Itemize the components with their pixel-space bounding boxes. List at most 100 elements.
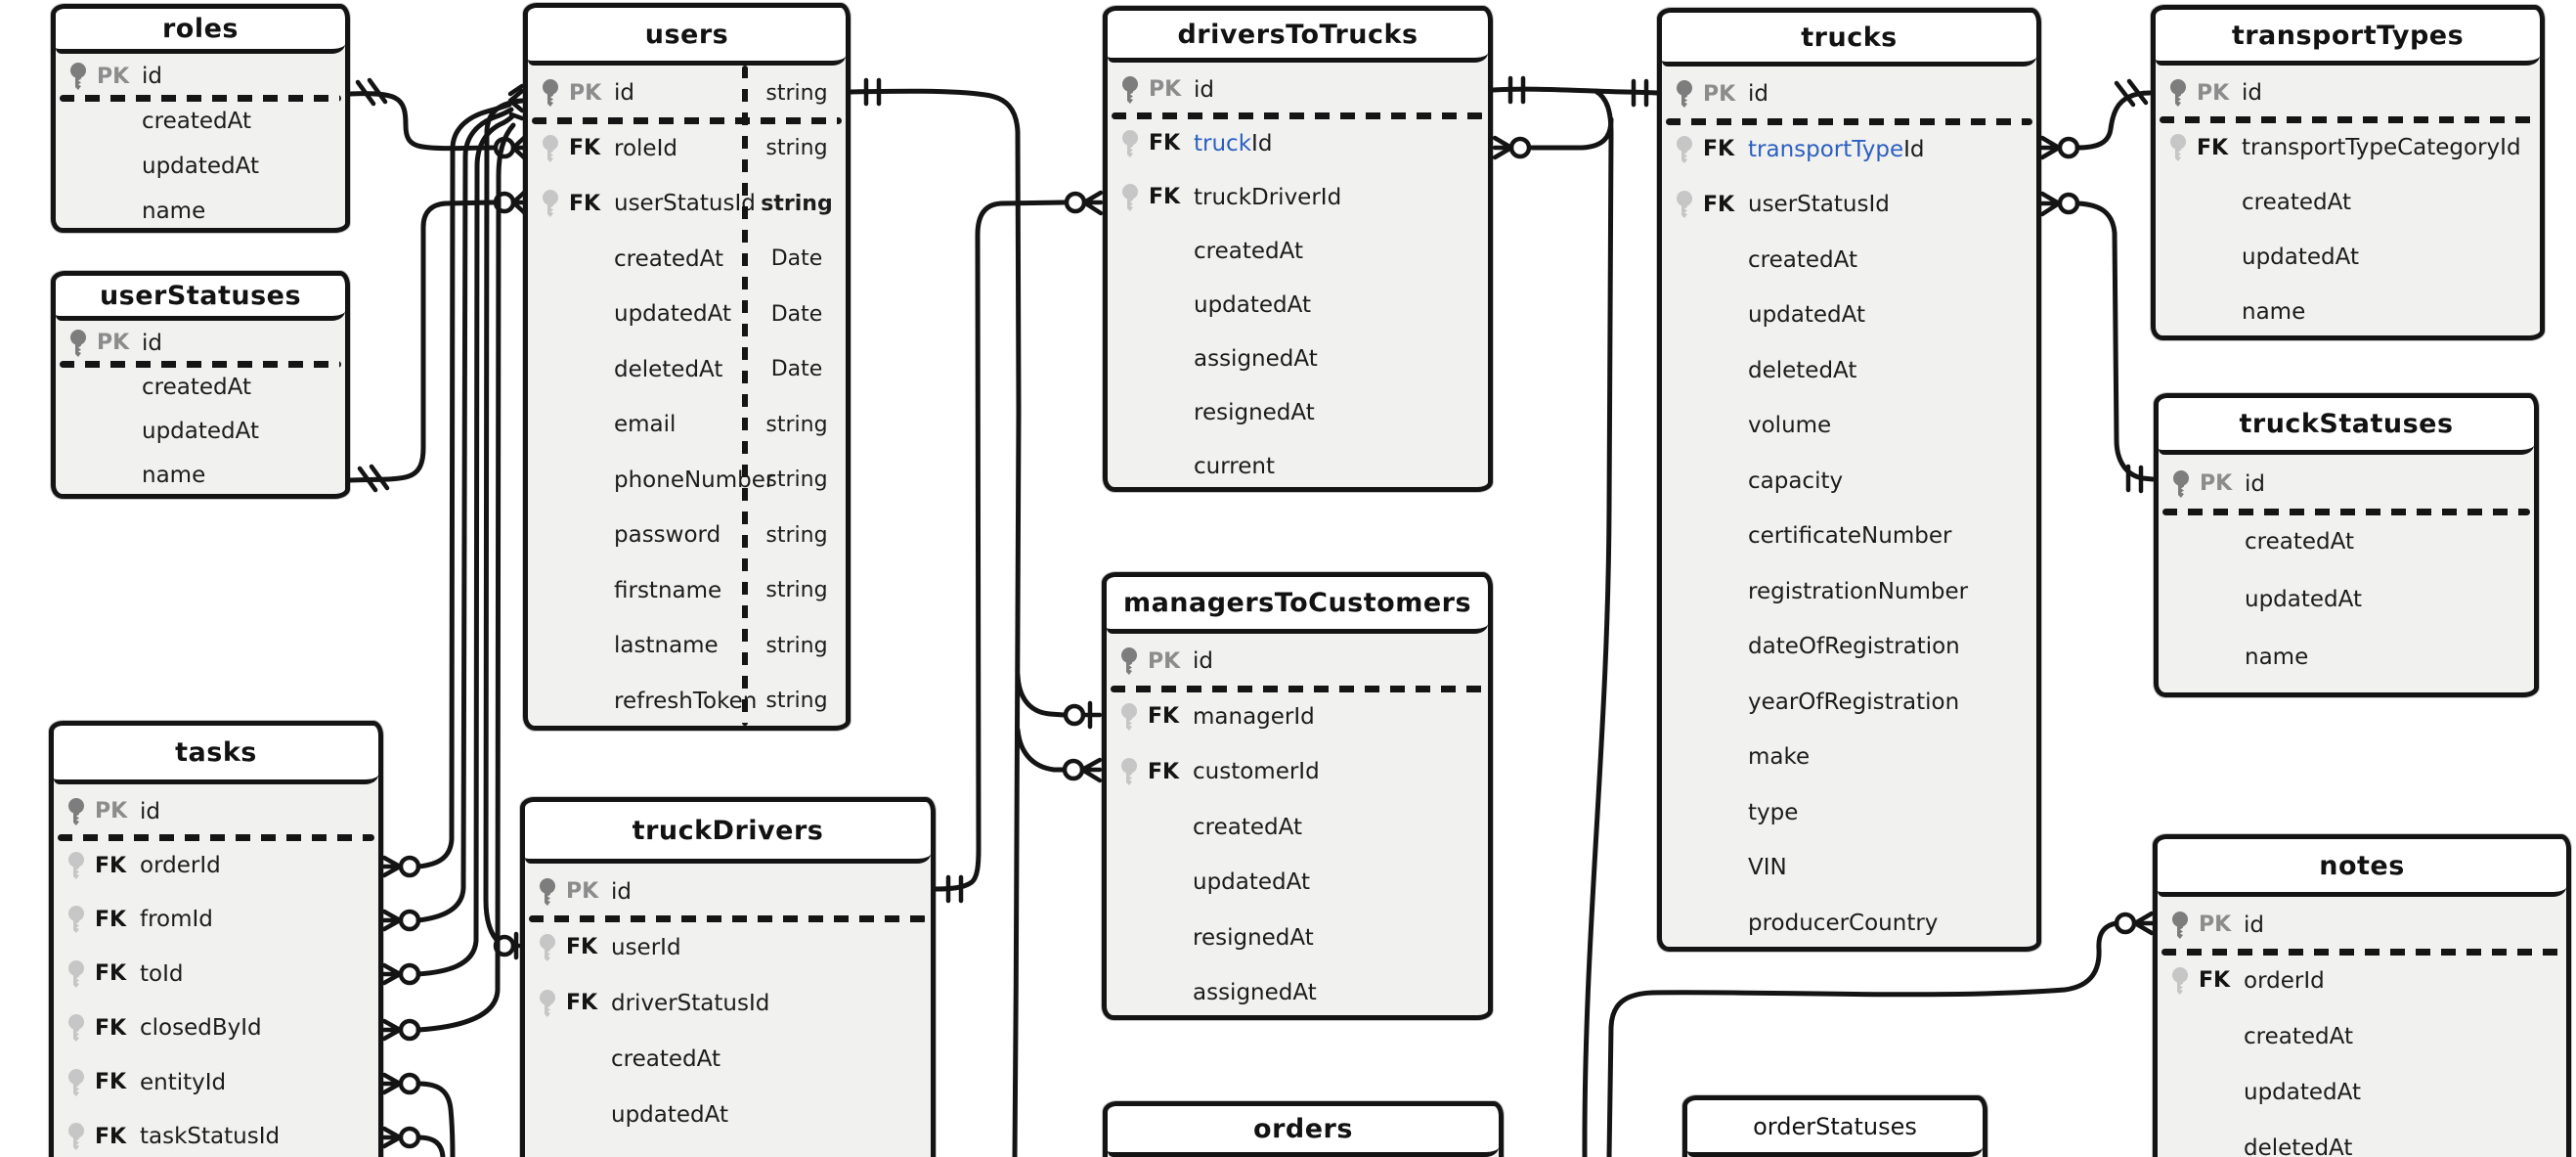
key-icon-empty: [1674, 521, 1703, 551]
key-icon-slot: [537, 877, 566, 907]
key-icon-empty: [1118, 978, 1148, 1007]
field-name: name: [142, 199, 206, 224]
pk-separator: [2162, 509, 2530, 515]
key-icon-empty: [540, 576, 569, 605]
key-tag: PK: [569, 80, 602, 106]
table-orderStatuses[interactable]: orderStatuses: [1682, 1095, 1987, 1157]
key-tag: PK: [2199, 912, 2232, 937]
pk-separator: [60, 361, 341, 368]
field-row-managersToCustomers-resignedAt: resignedAt: [1107, 911, 1488, 966]
field-name: createdAt: [142, 109, 251, 134]
field-type: string: [765, 80, 828, 106]
key-icon: [543, 190, 558, 218]
field-name: email: [614, 412, 677, 438]
field-name: updatedAt: [2245, 586, 2362, 612]
field-name: createdAt: [2242, 190, 2351, 215]
key-icon-empty: [1119, 237, 1149, 266]
key-icon-empty: [67, 152, 97, 181]
key-icon: [1677, 80, 1692, 109]
field-name: resignedAt: [1194, 399, 1315, 425]
key-icon-empty: [540, 410, 569, 439]
field-row-transportTypes-name: name: [2156, 285, 2540, 339]
key-icon-empty: [67, 197, 97, 226]
field-row-driversToTrucks-assignedAt: assignedAt: [1108, 332, 1488, 385]
key-tag: FK: [1703, 192, 1735, 217]
field-name: createdAt: [2244, 1023, 2353, 1049]
field-type: string: [761, 191, 833, 216]
field-name: transportTypeCategoryId: [2242, 135, 2521, 160]
field-name: id: [2242, 80, 2262, 106]
rel-trucks-driversToTrucks: [1490, 75, 1660, 1157]
key-icon-slot: [540, 78, 569, 108]
field-row-notes-deletedAt: deletedAt: [2158, 1120, 2566, 1157]
field-row-trucks-volume: volume: [1662, 398, 2036, 454]
key-icon-empty: [540, 355, 569, 384]
table-orders[interactable]: orders: [1103, 1101, 1504, 1157]
field-name: id: [142, 330, 162, 356]
key-tag: FK: [2197, 135, 2229, 160]
field-row-notes-updatedAt: updatedAt: [2158, 1064, 2566, 1120]
pk-separator: [532, 116, 842, 124]
key-tag: FK: [566, 935, 598, 959]
field-name: updatedAt: [2244, 1079, 2361, 1105]
field-row-trucks-registrationNumber: registrationNumber: [1662, 564, 2036, 620]
field-name: updatedAt: [142, 154, 259, 179]
field-type: string: [765, 633, 828, 658]
key-icon-empty: [1118, 923, 1148, 953]
key-tag: PK: [95, 799, 128, 824]
field-name: id: [1748, 81, 1768, 108]
key-tag: FK: [1149, 131, 1181, 156]
field-row-trucks-capacity: capacity: [1662, 454, 2036, 510]
table-title-managersToCustomers: managersToCustomers: [1107, 577, 1488, 634]
key-icon-empty: [1674, 742, 1703, 772]
table-title-orderStatuses: orderStatuses: [1687, 1100, 1983, 1157]
key-tag: PK: [2200, 471, 2233, 496]
key-icon: [1121, 647, 1137, 676]
field-row-userStatuses-createdAt: createdAt: [56, 365, 345, 409]
field-name: userId: [611, 934, 681, 960]
table-title-trucks: trucks: [1662, 13, 2036, 67]
key-icon: [68, 906, 84, 934]
rel-truckDrivers-driversToTrucks: [933, 190, 1104, 904]
field-name: driverStatusId: [611, 990, 770, 1016]
key-icon-empty: [1674, 245, 1703, 275]
key-icon-slot: [2169, 966, 2199, 996]
field-row-driversToTrucks-createdAt: createdAt: [1108, 224, 1488, 278]
key-icon-slot: [65, 1013, 95, 1043]
key-icon-slot: [540, 189, 569, 218]
field-name: registrationNumber: [1748, 578, 1969, 604]
key-tag: PK: [97, 64, 130, 89]
key-icon: [68, 1123, 84, 1151]
field-name: roleId: [614, 135, 677, 161]
field-row-transportTypes-createdAt: createdAt: [2156, 175, 2540, 230]
key-icon-slot: [65, 1068, 95, 1097]
key-icon-empty: [1119, 344, 1149, 374]
key-icon-empty: [540, 631, 569, 660]
field-name: truckId: [1194, 130, 1273, 156]
